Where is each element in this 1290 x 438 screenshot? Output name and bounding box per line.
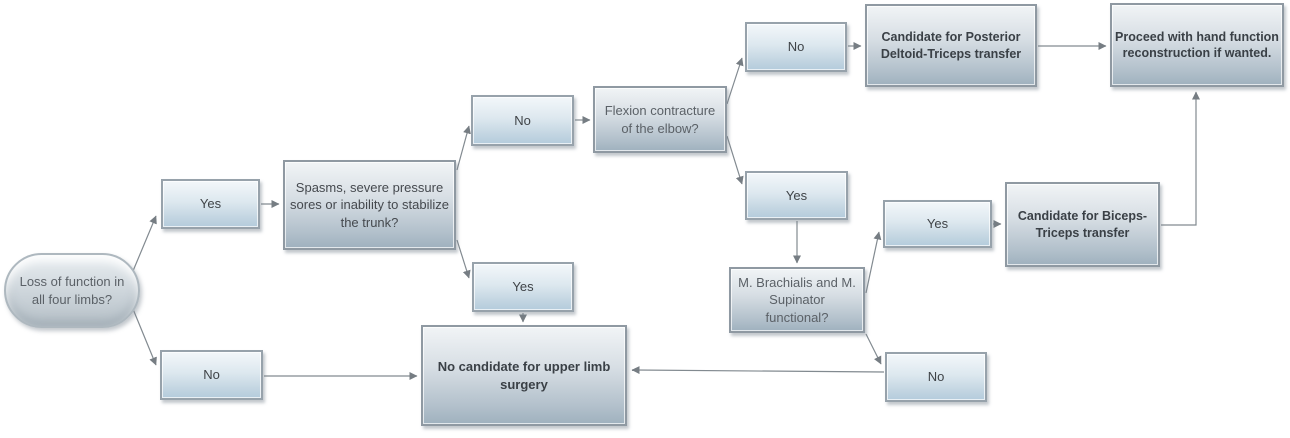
edge-spasms-no2: [456, 125, 471, 171]
node-posterior-deltoid-triceps-transfer: Candidate for Posterior Deltoid-Triceps …: [865, 4, 1037, 87]
node-yes-limbs: Yes: [161, 179, 260, 229]
edge-spasms-yes2: [456, 239, 471, 279]
node-proceed-hand-reconstruction: Proceed with hand function reconstructio…: [1110, 3, 1284, 87]
edge-brachialis-yes4: [865, 231, 882, 294]
node-start-loss-of-function: Loss of function in all four limbs?: [4, 253, 140, 328]
node-no-brachialis: No: [885, 352, 987, 402]
edge-start-yes1: [132, 215, 157, 272]
node-yes-contracture: Yes: [745, 171, 848, 220]
edge-start-no1: [132, 308, 157, 366]
node-no-spasms: No: [471, 95, 574, 146]
edge-flexion-yes3: [726, 135, 744, 185]
node-no-contracture: No: [745, 22, 847, 72]
node-no-limbs: No: [160, 350, 263, 400]
node-spasms-question: Spasms, severe pressure sores or inabili…: [283, 160, 456, 250]
edge-flexion-no3: [726, 57, 744, 105]
node-biceps-triceps-transfer: Candidate for Biceps-Triceps transfer: [1005, 182, 1160, 267]
node-yes-brachialis: Yes: [883, 200, 992, 248]
edge-brachialis-no4: [865, 333, 882, 365]
node-yes-spasms: Yes: [472, 262, 574, 312]
node-brachialis-supinator-question: M. Brachialis and M. Supinator functiona…: [729, 267, 865, 333]
edge-biceps-proceed: [1161, 91, 1200, 226]
node-flexion-contracture-question: Flexion contracture of the elbow?: [593, 86, 727, 153]
node-no-candidate-surgery: No candidate for upper limb surgery: [421, 325, 627, 426]
edge-no4-nocandidate: [631, 366, 885, 375]
